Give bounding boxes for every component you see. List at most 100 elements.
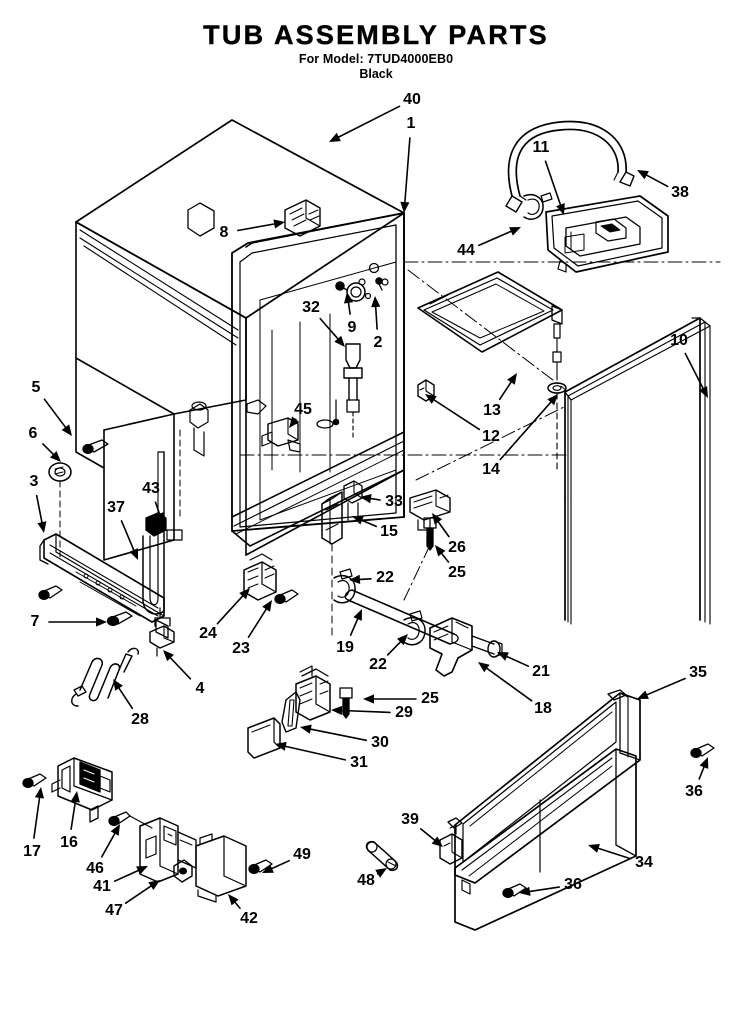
callout-40: 40 [403,91,421,108]
part-49-screw [248,859,273,875]
callout-32: 32 [302,299,320,316]
callout-4: 4 [195,680,205,697]
assembly-reference-lines [239,261,721,601]
callout-17: 17 [23,843,41,860]
leader-arrowhead-19 [353,609,362,621]
part-26-bracket [409,489,451,531]
leader-arrowhead-2 [371,296,381,308]
callout-11: 11 [532,139,550,156]
page-title: TUB ASSEMBLY PARTS [203,20,549,50]
color-subtitle: Black [359,66,393,81]
callout-7: 7 [30,613,40,630]
callout-18: 18 [534,700,552,717]
part-32-thermistor [343,343,363,441]
leader-line-14 [499,401,552,461]
part-10-wire-frame [564,317,711,625]
callout-10: 10 [670,332,688,349]
leader-arrowhead-6 [50,451,61,462]
part-6-washer [48,462,72,561]
callout-30: 30 [371,734,389,751]
callout-42: 42 [240,910,258,927]
leader-line-35 [646,677,686,696]
callout-5: 5 [31,379,41,396]
callout-12: 12 [482,428,500,445]
leader-line-19 [349,618,359,637]
leader-arrowhead-49 [262,864,274,873]
leader-arrowhead-25 [363,694,374,704]
leader-line-18 [486,667,533,702]
part-46-screw [108,811,153,829]
leader-line-17 [33,797,41,839]
part-24-roller [243,553,277,601]
part-36-screws [502,743,715,899]
part-18-elbow [429,617,495,677]
leader-arrowhead-8 [273,219,285,229]
part-23-screw [274,589,299,605]
leader-arrowhead-42 [228,894,239,906]
leader-arrowhead-46 [110,824,120,836]
callout-24: 24 [199,625,217,642]
leader-arrowhead-15 [352,516,364,525]
leader-line-36 [529,886,561,893]
leader-arrowhead-7 [96,617,107,627]
leader-arrowhead-9 [344,292,354,304]
leader-line-22 [359,577,372,581]
callout-25: 25 [421,690,439,707]
leader-arrowhead-22 [349,574,361,584]
leader-arrowhead-35 [637,690,649,699]
leader-arrowhead-41 [136,866,148,875]
leader-line-44 [477,230,512,247]
tub-back-panel-fittings [335,262,389,302]
part-30-float-arm [281,691,301,733]
leader-line-30 [309,728,368,742]
leader-arrowhead-3 [37,521,47,533]
leader-line-2 [374,306,378,330]
leader-line-31 [284,745,347,761]
callout-38: 38 [671,184,689,201]
leader-arrowhead-43 [155,512,164,524]
leader-line-26 [437,521,450,538]
callout-15: 15 [380,523,398,540]
leader-line-21 [506,655,530,668]
leader-arrowhead-18 [478,662,490,673]
leader-arrowhead-29 [331,705,343,715]
callout-49: 49 [293,846,311,863]
leader-arrowhead-17 [34,787,44,799]
leader-arrowhead-32 [334,335,345,347]
part-31-float [247,717,281,759]
leader-line-46 [101,832,116,858]
callout-46: 46 [86,860,104,877]
leader-arrowhead-1 [400,201,410,213]
leader-arrowhead-30 [300,724,312,734]
part-45-bracket [261,399,340,453]
leader-arrowhead-47 [148,880,160,890]
callout-8: 8 [219,224,229,241]
leader-line-32 [319,317,339,340]
leader-line-37 [120,520,135,551]
part-48-link [365,840,399,872]
part-47-nut [173,859,193,883]
callout-16: 16 [60,834,78,851]
part-21-cap [487,640,503,658]
callout-14: 14 [482,461,500,478]
part-8-latch-assembly [284,199,321,237]
leader-arrowhead-34 [588,844,600,853]
callout-26: 26 [448,539,466,556]
leader-line-34 [597,847,632,860]
callout-19: 19 [336,639,354,656]
callout-13: 13 [483,402,501,419]
callout-33: 33 [385,493,403,510]
leader-line-24 [216,595,244,625]
leader-line-41 [113,869,139,883]
leader-arrowhead-28 [113,679,123,691]
leader-line-40 [337,105,401,138]
part-35-upper-panel [447,689,641,884]
callout-2: 2 [373,334,383,351]
part-5-screw [82,439,109,455]
leader-arrowhead-26 [432,513,443,525]
leader-line-42 [234,901,241,910]
leader-line-13 [498,381,512,401]
leader-arrowhead-33 [360,494,372,504]
leader-arrowhead-38 [637,170,649,180]
